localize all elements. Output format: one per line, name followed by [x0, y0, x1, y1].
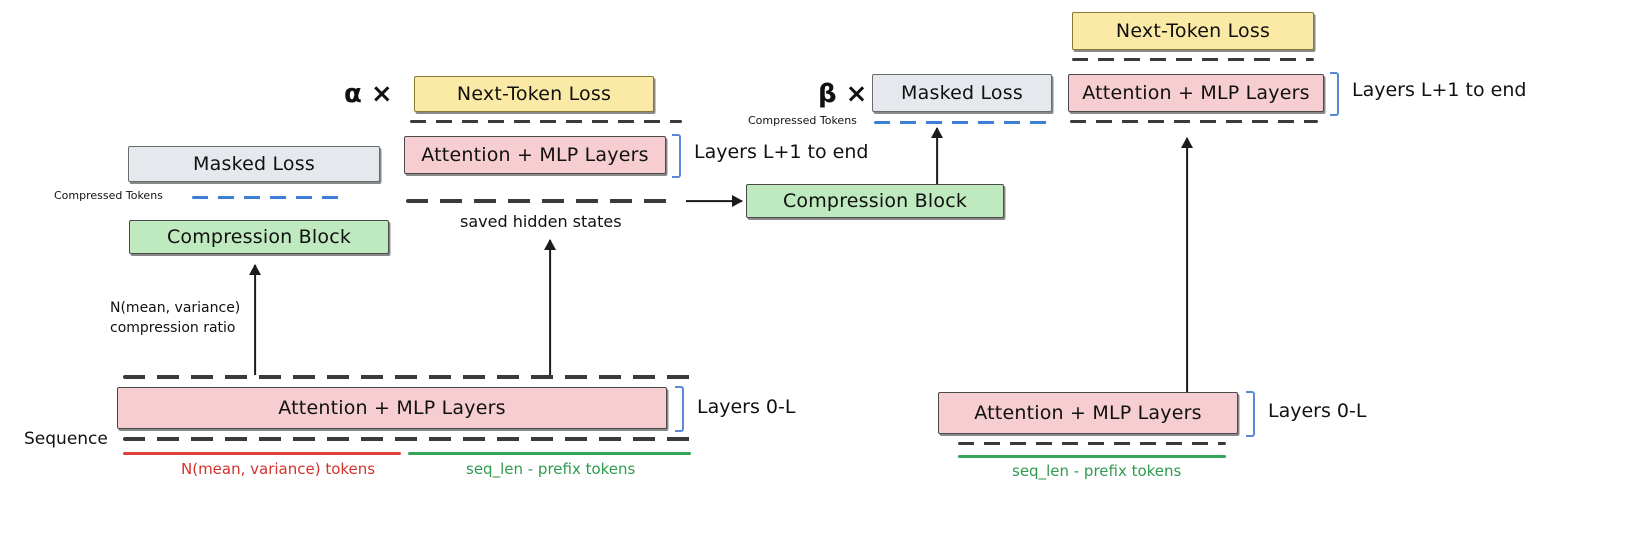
left-compression-block-box: Compression Block: [129, 220, 389, 254]
left-upper-bracket: [672, 134, 681, 178]
left-sequence-to-compression-arrow: [248, 264, 262, 375]
right-upper-output-tokens: [1072, 58, 1314, 61]
left-lower-to-upper-arrow: [543, 239, 557, 375]
left-red-span-rule: [123, 452, 401, 455]
left-red-span-label: N(mean, variance) tokens: [181, 460, 376, 478]
right-compression-to-masked-loss-arrow: [930, 127, 944, 186]
right-lower-input-tokens: [958, 442, 1226, 445]
right-beta-symbol: β ×: [818, 79, 868, 109]
left-green-span-label: seq_len - prefix tokens: [466, 460, 636, 478]
left-compressed-tokens-label: Compressed Tokens: [54, 189, 163, 202]
right-compressed-tokens-label: Compressed Tokens: [748, 114, 857, 127]
left-attention-mlp-lower-box: Attention + MLP Layers: [117, 387, 667, 429]
left-compression-ratio-label-line2: compression ratio: [110, 320, 236, 336]
right-masked-loss-box: Masked Loss: [872, 74, 1052, 112]
left-next-token-loss-box: Next-Token Loss: [414, 76, 654, 112]
right-compressed-tokens: [874, 121, 1050, 124]
left-lower-output-tokens: [123, 375, 691, 379]
right-upper-input-tokens: [1070, 120, 1318, 123]
left-saved-hidden-states-label: saved hidden states: [460, 212, 622, 231]
left-upper-output-tokens: [410, 120, 682, 123]
right-lower-bracket: [1246, 391, 1255, 437]
saved-states-to-compression-arrow: [686, 195, 743, 207]
right-green-span-label: seq_len - prefix tokens: [1012, 462, 1182, 480]
right-lower-bracket-label: Layers 0-L: [1268, 400, 1367, 422]
right-next-token-loss-box: Next-Token Loss: [1072, 12, 1314, 50]
left-sequence-label: Sequence: [24, 429, 108, 449]
left-lower-bracket-label: Layers 0-L: [697, 396, 796, 418]
left-compressed-tokens: [192, 196, 340, 199]
right-attention-mlp-lower-box: Attention + MLP Layers: [938, 392, 1238, 434]
right-green-span-rule: [958, 455, 1226, 458]
left-sequence-tokens: [123, 437, 691, 441]
left-green-span-rule: [408, 452, 691, 455]
right-upper-bracket: [1330, 72, 1339, 116]
left-masked-loss-box: Masked Loss: [128, 146, 380, 182]
left-attention-mlp-upper-box: Attention + MLP Layers: [404, 136, 666, 174]
right-upper-bracket-label: Layers L+1 to end: [1352, 79, 1527, 101]
right-attention-mlp-upper-box: Attention + MLP Layers: [1068, 74, 1324, 112]
left-compression-ratio-label-line1: N(mean, variance): [110, 300, 241, 316]
right-compression-block-box: Compression Block: [746, 184, 1004, 218]
right-lower-to-upper-arrow: [1180, 137, 1194, 410]
left-alpha-symbol: α ×: [344, 79, 393, 109]
left-lower-bracket: [675, 386, 684, 432]
left-saved-hidden-state-tokens: [406, 199, 678, 203]
left-upper-bracket-label: Layers L+1 to end: [694, 141, 869, 163]
